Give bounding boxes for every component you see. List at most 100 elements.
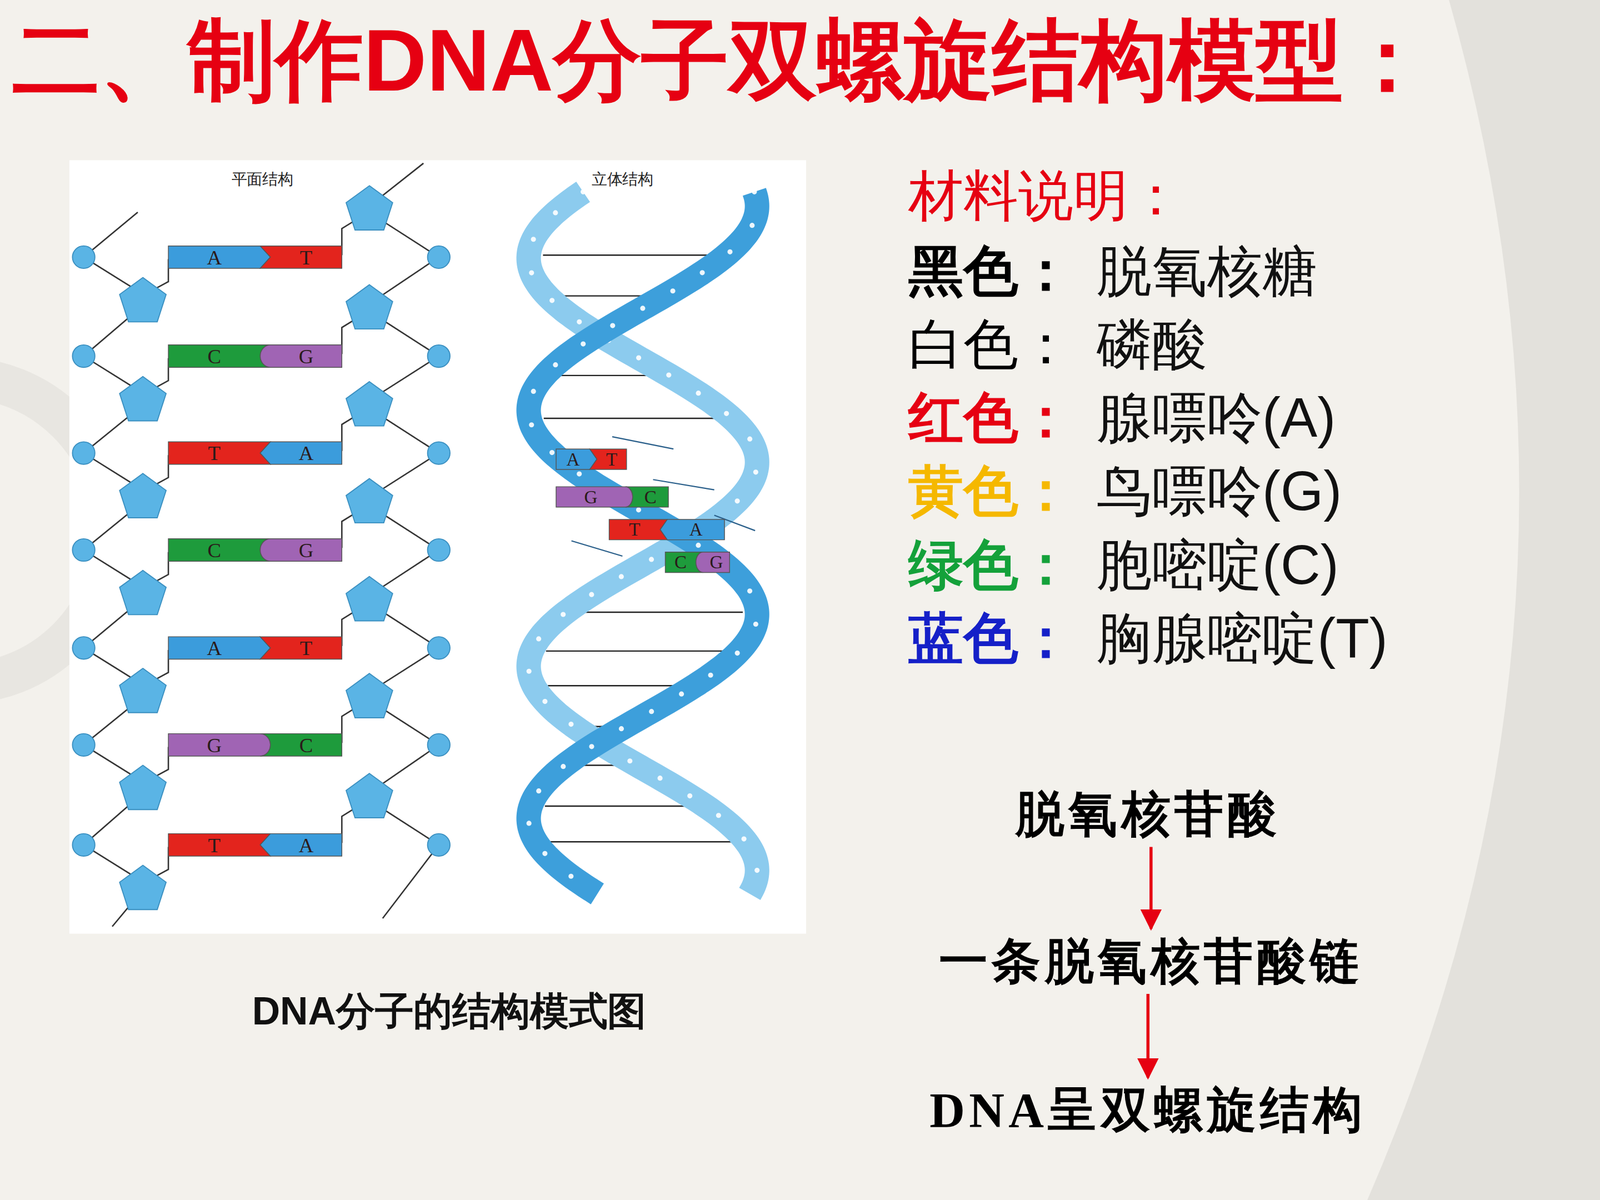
base-letter: T: [606, 450, 618, 469]
base-pair-rung: [550, 841, 732, 843]
base-block: G: [168, 733, 271, 757]
phosphate-circle: [72, 345, 95, 368]
sugar-pentagon: [119, 473, 167, 518]
phosphate-circle: [72, 636, 95, 659]
base-pair-rung: [545, 805, 692, 807]
sugar-pentagon: [346, 185, 393, 230]
phosphate-circle: [427, 833, 450, 857]
slide-title: 二、制作DNA分子双螺旋结构模型：: [12, 12, 1432, 109]
base-letter: G: [298, 346, 314, 367]
phosphate-circle: [427, 538, 450, 562]
base-block: A: [660, 519, 725, 540]
base-block: A: [168, 246, 271, 269]
base-letter: A: [206, 637, 222, 659]
sugar-pentagon: [119, 376, 167, 422]
base-block: T: [260, 246, 342, 269]
illustration-panel: [69, 160, 807, 934]
base-block: C: [625, 486, 669, 508]
base-block: T: [609, 519, 668, 540]
backbone-link: [571, 540, 623, 557]
material-name: 胞嘧啶(C): [1096, 534, 1339, 595]
base-pair-rung: [542, 254, 712, 256]
flow-arrow: [1146, 993, 1150, 1078]
color-name: 红色：: [908, 387, 1074, 449]
base-block: C: [260, 733, 342, 757]
helix-strand: [528, 191, 758, 894]
base-letter: T: [300, 637, 313, 659]
phosphate-circle: [72, 246, 95, 269]
base-letter: C: [644, 487, 657, 507]
base-letter: G: [298, 540, 314, 561]
phosphate-circle: [72, 733, 95, 757]
base-letter: G: [206, 734, 222, 755]
sugar-pentagon: [119, 277, 167, 323]
flow-step-text: DNA呈双螺旋结构: [929, 1082, 1367, 1137]
helix-dots: [528, 191, 758, 894]
backbone-link: [612, 436, 674, 449]
flow-step: DNA呈双螺旋结构: [925, 1079, 1371, 1141]
material-name: 鸟嘌呤(G): [1096, 461, 1342, 522]
base-letter: A: [298, 442, 314, 464]
backbone-bonds: [83, 163, 439, 927]
base-block: A: [260, 441, 342, 464]
backbone-units: [72, 185, 450, 910]
phosphate-circle: [427, 345, 450, 368]
color-name: 黑色：: [908, 240, 1074, 302]
sugar-pentagon: [119, 865, 167, 910]
base-block: T: [168, 441, 271, 464]
base-pair-rung: [546, 650, 725, 652]
base-block: C: [168, 345, 271, 368]
color-name: 绿色：: [908, 534, 1074, 595]
base-letter: A: [566, 450, 580, 469]
flow-arrow: [1149, 846, 1153, 929]
base-pair-rung: [558, 375, 656, 377]
base-letter: G: [709, 553, 723, 572]
base-pair-rung: [543, 417, 718, 419]
base-block: G: [260, 345, 342, 368]
sugar-pentagon: [346, 773, 393, 818]
flow-step-text: 脱氧核苷酸: [1015, 786, 1282, 841]
phosphate-circle: [427, 441, 450, 464]
double-helix: [528, 191, 758, 894]
base-pair-rung: [547, 685, 681, 687]
color-name: 蓝色：: [908, 608, 1074, 669]
base-letter: C: [674, 553, 687, 572]
sugar-pentagon: [346, 576, 393, 622]
figure-caption: DNA分子的结构模式图: [252, 985, 647, 1038]
base-block: T: [590, 448, 627, 470]
base-block: T: [168, 833, 271, 857]
base-block: T: [260, 636, 342, 659]
base-letter: C: [207, 540, 222, 561]
base-letter: T: [300, 246, 313, 268]
material-name: 腺嘌呤(A): [1096, 387, 1336, 449]
helix-strand: [528, 191, 758, 894]
base-letter: A: [206, 246, 222, 268]
base-letter: T: [628, 520, 640, 539]
base-block: G: [556, 486, 633, 508]
background-curve: [1367, 0, 1600, 1200]
phosphate-circle: [72, 833, 95, 857]
base-block: A: [556, 448, 597, 470]
helix-dots: [528, 191, 758, 894]
base-letter: T: [207, 442, 220, 464]
material-name: 脱氧核糖: [1096, 240, 1318, 302]
sugar-pentagon: [119, 570, 167, 615]
material-name: 磷酸: [1096, 314, 1207, 375]
sugar-pentagon: [346, 673, 393, 718]
base-letter: G: [584, 487, 598, 507]
panel-label: 立体结构: [591, 171, 653, 189]
sugar-pentagon: [119, 765, 167, 810]
base-letter: A: [298, 834, 314, 855]
phosphate-circle: [72, 441, 95, 464]
sugar-pentagon: [119, 668, 167, 713]
materials-heading: 材料说明：: [908, 165, 1184, 227]
base-block: G: [696, 552, 730, 573]
flow-step: 一条脱氧核苷酸链: [934, 930, 1368, 992]
base-letter: A: [689, 520, 703, 539]
base-pair-rung: [580, 611, 743, 613]
material-name: 胸腺嘧啶(T): [1096, 608, 1388, 669]
sugar-pentagon: [346, 381, 393, 427]
base-pair-rung: [561, 295, 650, 297]
color-name: 黄色：: [908, 461, 1074, 522]
